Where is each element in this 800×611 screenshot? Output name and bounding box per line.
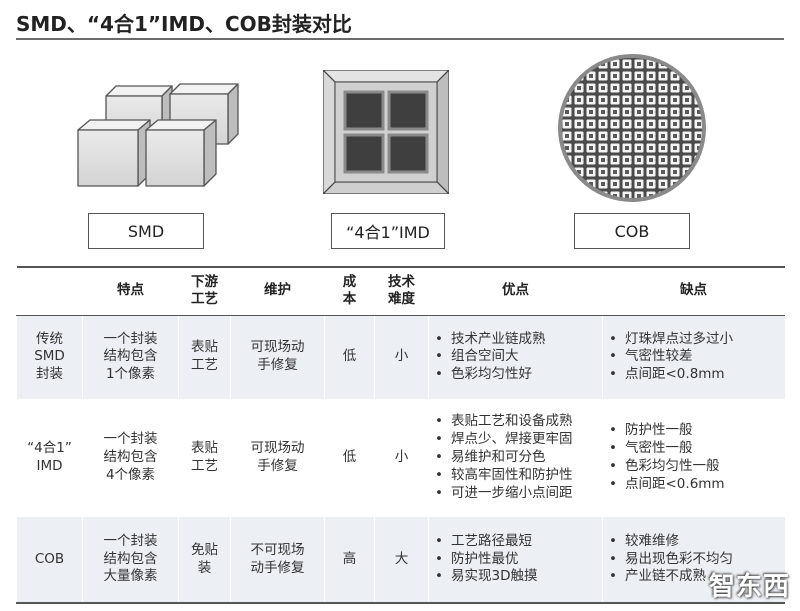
cons-item: 气密性较差 bbox=[607, 348, 781, 366]
header-cons: 缺点 bbox=[602, 266, 785, 316]
cons-cell: 灯珠焊点过多过小 气密性较差 点间距<0.8mm bbox=[602, 315, 785, 399]
cons-item: 防护性一般 bbox=[607, 422, 781, 440]
four-pixel-frame-icon bbox=[323, 70, 449, 194]
pros-item: 色彩均匀性好 bbox=[433, 366, 598, 384]
cob-label: COB bbox=[574, 213, 690, 249]
cost-cell: 高 bbox=[324, 517, 375, 604]
table-header-row: 特点 下游工艺 维护 成本 技术难度 优点 缺点 bbox=[16, 266, 785, 316]
cons-item: 产业链不成熟 bbox=[607, 568, 781, 586]
pros-item: 工艺路径最短 bbox=[433, 533, 598, 551]
header-process: 下游工艺 bbox=[178, 266, 231, 316]
header-package bbox=[16, 266, 83, 316]
pros-item: 可进一步缩小点间距 bbox=[433, 485, 598, 503]
difficulty-cell: 小 bbox=[374, 315, 429, 399]
pros-item: 较高牢固性和防护性 bbox=[433, 467, 598, 485]
header-feature: 特点 bbox=[82, 266, 179, 316]
pros-item: 易维护和可分色 bbox=[433, 449, 598, 467]
maintenance-cell: 可现场动手修复 bbox=[230, 315, 325, 399]
process-cell: 表贴工艺 bbox=[178, 399, 231, 517]
cost-cell: 低 bbox=[324, 399, 375, 517]
pros-item: 易实现3D触摸 bbox=[433, 568, 598, 586]
chip-array-disc-icon bbox=[558, 54, 706, 202]
header-pros: 优点 bbox=[428, 266, 603, 316]
process-cell: 表贴工艺 bbox=[178, 315, 231, 399]
pros-item: 组合空间大 bbox=[433, 348, 598, 366]
row-name: “4合1”IMD bbox=[16, 399, 83, 517]
cons-item: 灯珠焊点过多过小 bbox=[607, 331, 781, 349]
maintenance-cell: 不可现场动手修复 bbox=[230, 517, 325, 604]
cons-item: 色彩均匀性一般 bbox=[607, 458, 781, 476]
cons-item: 气密性一般 bbox=[607, 440, 781, 458]
smd-label: SMD bbox=[88, 213, 204, 249]
watermark-logo: 智东西 bbox=[708, 572, 790, 602]
header-difficulty: 技术难度 bbox=[374, 266, 429, 316]
cons-cell: 较难维修 易出现色彩不均匀 产业链不成熟 bbox=[602, 517, 785, 604]
stacked-cubes-icon bbox=[77, 83, 239, 187]
pros-item: 防护性最优 bbox=[433, 551, 598, 569]
pros-item: 技术产业链成熟 bbox=[433, 331, 598, 349]
header-cost: 成本 bbox=[324, 266, 375, 316]
cons-item: 较难维修 bbox=[607, 533, 781, 551]
header-maintenance: 维护 bbox=[230, 266, 325, 316]
pros-cell: 表贴工艺和设备成熟 焊点少、焊接更牢固 易维护和可分色 较高牢固性和防护性 可进… bbox=[428, 399, 603, 517]
pros-cell: 技术产业链成熟 组合空间大 色彩均匀性好 bbox=[428, 315, 603, 399]
difficulty-cell: 小 bbox=[374, 399, 429, 517]
row-name: COB bbox=[16, 517, 83, 604]
maintenance-cell: 可现场动手修复 bbox=[230, 399, 325, 517]
cons-cell: 防护性一般 气密性一般 色彩均匀性一般 点间距<0.6mm bbox=[602, 399, 785, 517]
difficulty-cell: 大 bbox=[374, 517, 429, 604]
cons-item: 点间距<0.8mm bbox=[607, 366, 781, 384]
pros-item: 焊点少、焊接更牢固 bbox=[433, 431, 598, 449]
title-divider bbox=[16, 38, 784, 40]
process-cell: 免贴装 bbox=[178, 517, 231, 604]
page-title: SMD、“4合1”IMD、COB封装对比 bbox=[16, 12, 352, 36]
pros-item: 表贴工艺和设备成熟 bbox=[433, 413, 598, 431]
feature-cell: 一个封装结构包含大量像素 bbox=[82, 517, 179, 604]
pros-cell: 工艺路径最短 防护性最优 易实现3D触摸 bbox=[428, 517, 603, 604]
cons-item: 易出现色彩不均匀 bbox=[607, 551, 781, 569]
cost-cell: 低 bbox=[324, 315, 375, 399]
imd-label: “4合1”IMD bbox=[331, 213, 445, 249]
cons-item: 点间距<0.6mm bbox=[607, 476, 781, 494]
